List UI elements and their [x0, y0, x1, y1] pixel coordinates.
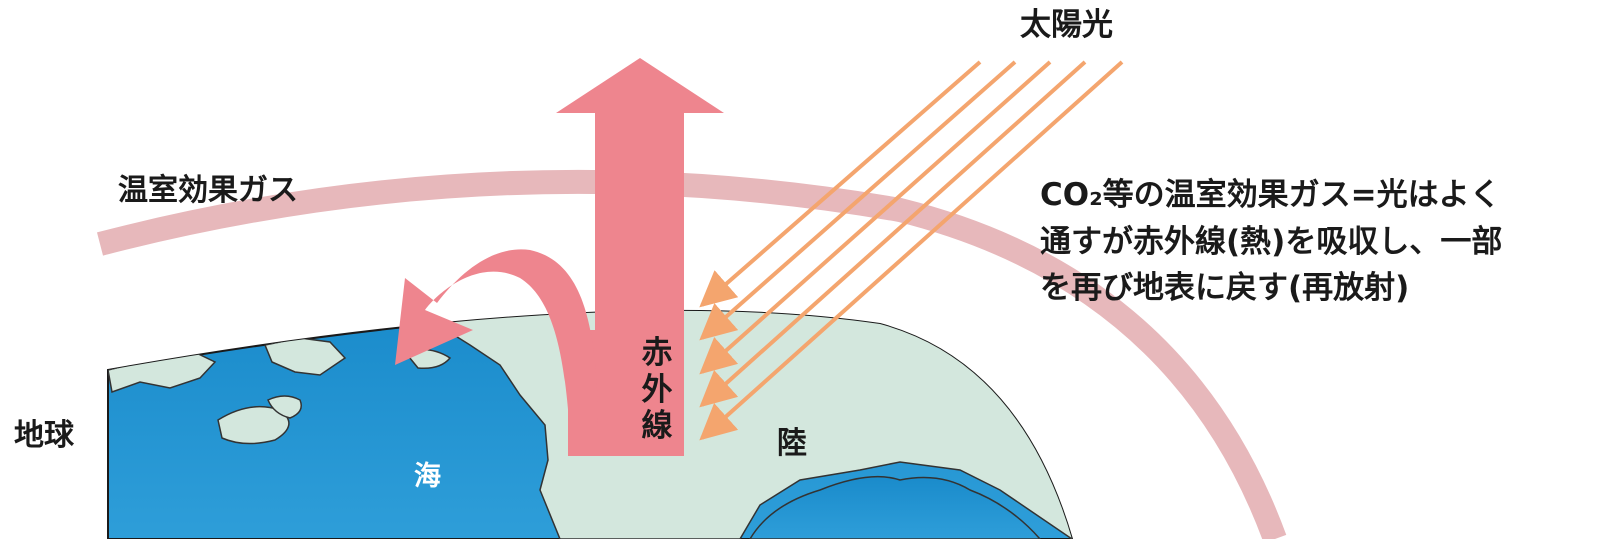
caption-line: を再び地表に戻す(再放射) — [1040, 270, 1410, 306]
caption-line: 通すが赤外線(熱)を吸収し、一部 — [1040, 223, 1503, 260]
sunlight-arrows — [699, 60, 1124, 441]
infrared-label-char: 外 — [641, 371, 673, 408]
greenhouse-gas-label: 温室効果ガス — [118, 173, 298, 208]
caption-line: CO₂等の温室効果ガス=光はよく — [1040, 177, 1501, 213]
ocean-inlet-right — [748, 475, 1042, 539]
infrared-arrow — [556, 58, 724, 456]
sea-label: 海 — [414, 461, 441, 492]
infrared-label-char: 線 — [641, 408, 673, 445]
infrared-label: 赤 外 線 — [639, 335, 675, 445]
sunlight-arrow — [699, 60, 1017, 341]
earth-label: 地球 — [14, 418, 74, 453]
infrared-label-char: 赤 — [641, 335, 673, 371]
reradiation-arrow — [395, 249, 598, 435]
greenhouse-gas-band — [96, 169, 1287, 539]
island-1 — [217, 405, 290, 445]
sunlight-arrow — [699, 60, 1124, 441]
sunlight-arrow — [699, 60, 1087, 408]
land-label: 陸 — [777, 426, 807, 461]
explanation-caption: CO₂等の温室効果ガス=光はよく 通すが赤外線(熱)を吸収し、一部 を再び地表に… — [1040, 172, 1502, 312]
island-2 — [267, 395, 302, 419]
sunlight-label: 太陽光 — [1020, 7, 1113, 43]
sunlight-arrow — [699, 60, 982, 308]
sunlight-arrow — [699, 60, 1052, 375]
